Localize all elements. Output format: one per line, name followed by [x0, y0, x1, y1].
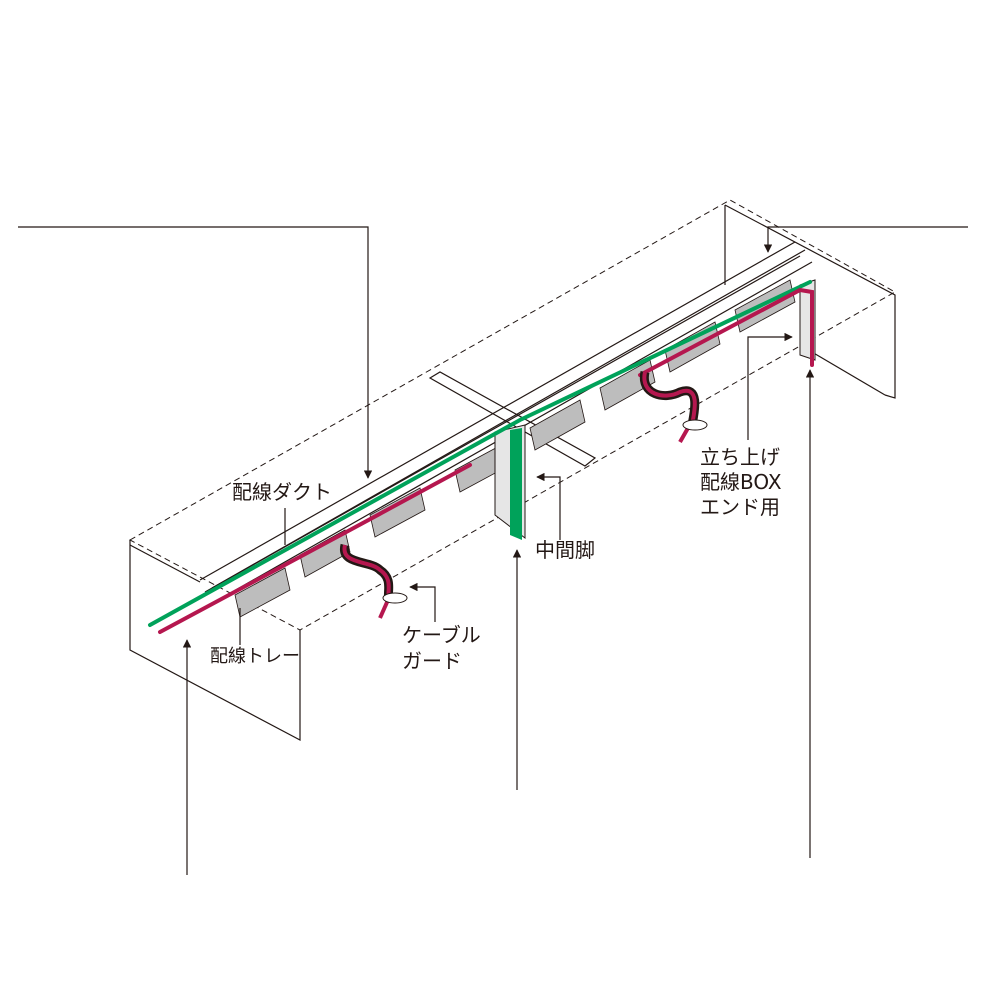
label-cable-guard-1: ケーブル	[402, 623, 481, 647]
label-wiring-tray: 配線トレー	[210, 646, 300, 667]
middle-leg	[494, 424, 526, 540]
label-riser-3: エンド用	[700, 495, 780, 519]
label-riser-1: 立ち上げ	[700, 445, 780, 469]
cables	[148, 280, 814, 634]
label-middle-leg: 中間脚	[535, 538, 595, 562]
label-riser-2: 配線BOX	[700, 470, 782, 494]
label-wiring-duct: 配線ダクト	[232, 480, 332, 504]
green-cable	[148, 280, 812, 627]
cable-guards	[340, 371, 708, 619]
red-cable	[158, 287, 814, 634]
leader-lines	[18, 226, 968, 875]
label-cable-guard-2: ガード	[402, 649, 462, 673]
